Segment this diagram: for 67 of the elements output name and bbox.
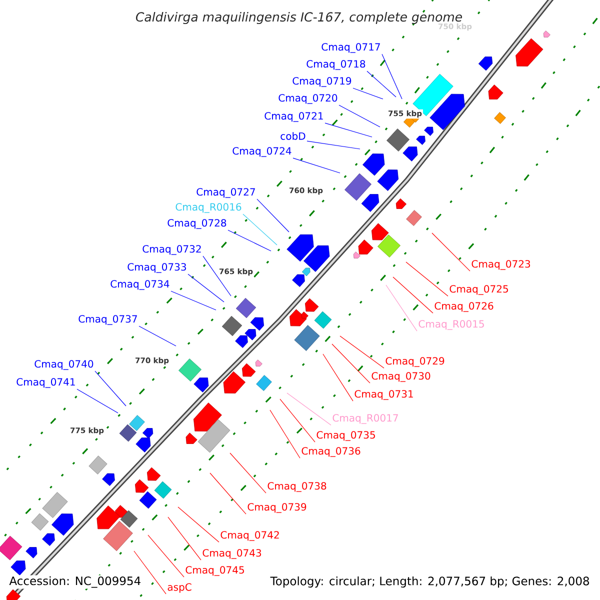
- gene-label: Cmaq_0728: [168, 219, 226, 229]
- gene-label: Cmaq_0718: [306, 60, 366, 70]
- leader-line: [188, 274, 224, 302]
- title: Caldivirga maquilingensis IC-167, complete genome: [136, 12, 462, 24]
- leader-line: [256, 198, 290, 232]
- gene-label: Cmaq_R0015: [418, 320, 484, 330]
- leader-line: [280, 398, 316, 442]
- leader-line: [270, 410, 300, 458]
- leader-line: [94, 370, 126, 406]
- leader-line: [148, 534, 184, 578]
- gene-label: Cmaq_0724: [232, 147, 292, 157]
- leader-line: [332, 344, 370, 384]
- gene-label: Cmaq_0733: [128, 263, 186, 273]
- leader-line: [230, 452, 266, 494]
- gene-label: Cmaq_0719: [292, 77, 352, 87]
- leader-line: [202, 256, 232, 296]
- gene-label: Cmaq_0717: [322, 43, 380, 53]
- leader-line: [386, 284, 418, 332]
- info-text: Accession: NC_009954: [8, 575, 142, 589]
- leader-line: [76, 388, 118, 414]
- gene-label: Cmaq_0739: [248, 503, 306, 513]
- gene-label: Cmaq_0737: [78, 315, 137, 325]
- gene-label: Cmaq_0738: [268, 482, 326, 492]
- leader-line: [178, 506, 220, 542]
- gene-label: Cmaq_0725: [450, 285, 508, 295]
- gene-label: Cmaq_0743: [202, 549, 262, 559]
- leader-line: [382, 54, 402, 100]
- leader-line: [432, 232, 470, 272]
- gene-label: Cmaq_0732: [142, 245, 201, 255]
- gene-label: Cmaq_0731: [354, 390, 413, 400]
- gene-label: aspC: [168, 583, 192, 593]
- leader-line: [338, 104, 380, 128]
- leader-line: [366, 70, 396, 98]
- gene-label: Cmaq_0729: [386, 357, 444, 367]
- gene-label: Cmaq_0727: [196, 188, 255, 198]
- leader-line: [138, 326, 176, 346]
- gene-label: Cmaq_R0016: [176, 203, 242, 213]
- gene-label: Cmaq_0726: [434, 302, 494, 312]
- gene-label: Cmaq_0721: [264, 112, 323, 122]
- leader-line: [306, 140, 360, 150]
- leader-line: [352, 88, 384, 100]
- gene-label: Cmaq_0740: [34, 360, 94, 370]
- gene-label: Cmaq_0734: [110, 280, 170, 290]
- leader-line: [134, 550, 166, 594]
- gene-label: Cmaq_0742: [220, 531, 279, 541]
- leader-line: [340, 336, 384, 368]
- leader-line: [170, 290, 216, 310]
- gene-label: Cmaq_0720: [278, 94, 338, 104]
- gene-label: Cmaq_0736: [302, 447, 360, 457]
- gene-label: Cmaq_0730: [372, 372, 430, 382]
- gene-label: Cmaq_0735: [316, 431, 375, 441]
- leader-line: [324, 122, 372, 138]
- gene-label: Cmaq_0745: [186, 566, 244, 576]
- leader-line: [168, 516, 202, 560]
- leader-line: [392, 276, 434, 314]
- leader-line: [242, 214, 278, 246]
- gene-label: Cmaq_R0017: [332, 414, 398, 424]
- gene-label: Cmaq_0723: [472, 260, 530, 270]
- leader-line: [406, 262, 448, 296]
- info-text: Topology: circular; Length: 2,077,567 bp; Genes: 2,008: [269, 575, 591, 589]
- leader-line: [228, 230, 272, 252]
- leader-line: [292, 158, 340, 174]
- gene-label: cobD: [280, 132, 306, 140]
- leader-line: [322, 354, 354, 402]
- gene-label: Cmaq_0741: [16, 378, 75, 388]
- leader-line: [286, 392, 332, 426]
- leader-line: [210, 472, 246, 514]
